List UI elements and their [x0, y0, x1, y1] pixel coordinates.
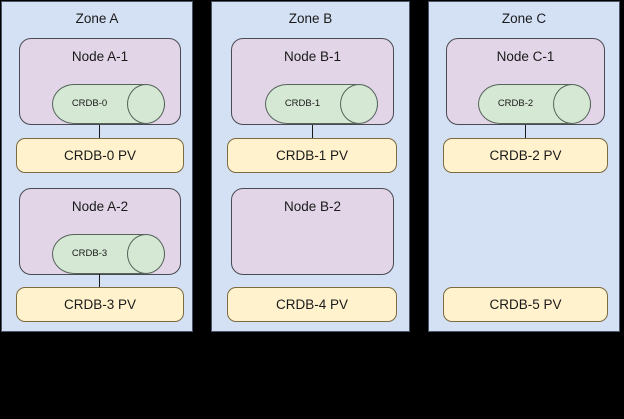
database-crdb-0[interactable]: CRDB-0	[52, 84, 165, 124]
database-crdb-2-label: CRDB-2	[497, 98, 534, 109]
zone-c[interactable]: Zone C Node C-1 CRDB-2 CRDB-2 PV CRDB-5 …	[428, 1, 620, 332]
connector-crdb-0-to-pv	[99, 125, 100, 147]
pv-crdb-2[interactable]: CRDB-2 PV	[443, 138, 608, 173]
pv-crdb-1[interactable]: CRDB-1 PV	[227, 138, 397, 173]
pv-crdb-1-label: CRDB-1 PV	[275, 147, 348, 163]
cylinder-cap-icon	[553, 84, 591, 124]
node-c-1-title: Node C-1	[496, 49, 555, 64]
connector-crdb-1-to-pv	[312, 125, 313, 147]
node-a-1[interactable]: Node A-1 CRDB-0	[19, 38, 181, 125]
cylinder-cap-icon	[340, 84, 378, 124]
node-a-2[interactable]: Node A-2 CRDB-3	[19, 188, 181, 275]
cylinder-cap-icon	[127, 234, 165, 274]
node-b-2[interactable]: Node B-2	[231, 188, 394, 275]
node-a-1-title: Node A-1	[71, 49, 129, 64]
node-b-1-title: Node B-1	[283, 49, 342, 64]
pv-crdb-0-label: CRDB-0 PV	[63, 147, 136, 163]
pv-crdb-2-label: CRDB-2 PV	[489, 147, 562, 163]
pv-crdb-4[interactable]: CRDB-4 PV	[227, 287, 397, 322]
pv-crdb-5-label: CRDB-5 PV	[489, 296, 562, 312]
pv-crdb-5[interactable]: CRDB-5 PV	[443, 287, 608, 322]
pv-crdb-3[interactable]: CRDB-3 PV	[16, 287, 184, 322]
zone-c-title: Zone C	[501, 11, 547, 26]
pv-crdb-3-label: CRDB-3 PV	[63, 296, 136, 312]
database-crdb-3-label: CRDB-3	[71, 248, 108, 259]
pv-crdb-4-label: CRDB-4 PV	[275, 296, 348, 312]
zone-b-title: Zone B	[288, 11, 333, 26]
database-crdb-2[interactable]: CRDB-2	[478, 84, 591, 124]
node-b-1[interactable]: Node B-1 CRDB-1	[231, 38, 394, 125]
database-crdb-0-label: CRDB-0	[71, 98, 108, 109]
database-crdb-3[interactable]: CRDB-3	[52, 234, 165, 274]
node-b-2-title: Node B-2	[283, 199, 342, 214]
connector-crdb-2-to-pv	[525, 125, 526, 147]
connector-crdb-3-to-pv	[99, 274, 100, 296]
zone-a-title: Zone A	[75, 11, 119, 26]
cylinder-cap-icon	[127, 84, 165, 124]
pv-crdb-0[interactable]: CRDB-0 PV	[16, 138, 184, 173]
node-a-2-title: Node A-2	[71, 199, 129, 214]
zone-b[interactable]: Zone B Node B-1 CRDB-1 CRDB-1 PV Node B-…	[211, 1, 410, 332]
database-crdb-1[interactable]: CRDB-1	[265, 84, 378, 124]
zone-a[interactable]: Zone A Node A-1 CRDB-0 CRDB-0 PV Node A-…	[1, 1, 193, 332]
node-c-1[interactable]: Node C-1 CRDB-2	[446, 38, 605, 125]
database-crdb-1-label: CRDB-1	[284, 98, 321, 109]
